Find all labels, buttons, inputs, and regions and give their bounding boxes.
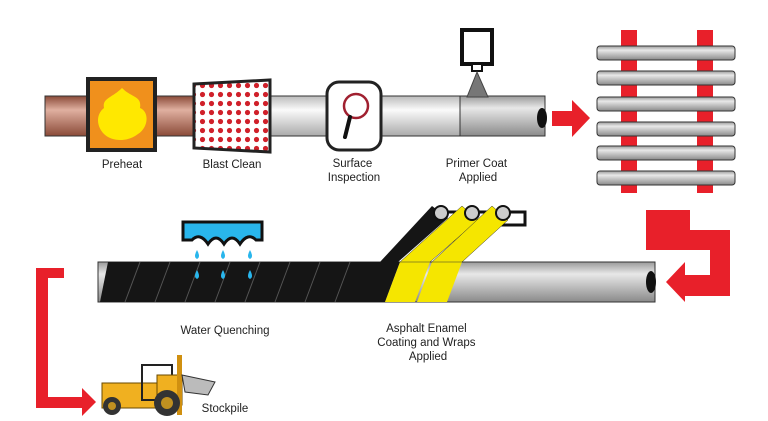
preheat-furnace-icon <box>86 77 157 152</box>
primer-coat-label: Primer Coat Applied <box>446 158 511 184</box>
arrow-right-icon <box>552 100 590 137</box>
water-spray-icon <box>181 220 264 279</box>
asphalt-enamel-label: Asphalt Enamel Coating and Wraps Applied <box>377 323 478 363</box>
arrow-to-stockpile-icon <box>36 268 96 416</box>
stockpile-label: Stockpile <box>202 403 249 415</box>
bottom-pipe <box>97 261 656 303</box>
pipe-storage-rack <box>596 30 736 193</box>
primer-spray-nozzle-icon <box>460 28 494 98</box>
tractor-icon <box>101 355 216 416</box>
wrap-rollers-icon <box>380 205 527 263</box>
water-quenching-label: Water Quenching <box>180 325 269 337</box>
surface-inspection-label: Surface Inspection <box>328 158 380 184</box>
arrow-return-icon <box>646 210 730 302</box>
magnifier-icon <box>325 80 383 152</box>
blast-clean-label: Blast Clean <box>203 159 262 171</box>
preheat-label: Preheat <box>102 159 143 171</box>
blast-clean-icon <box>192 78 272 154</box>
